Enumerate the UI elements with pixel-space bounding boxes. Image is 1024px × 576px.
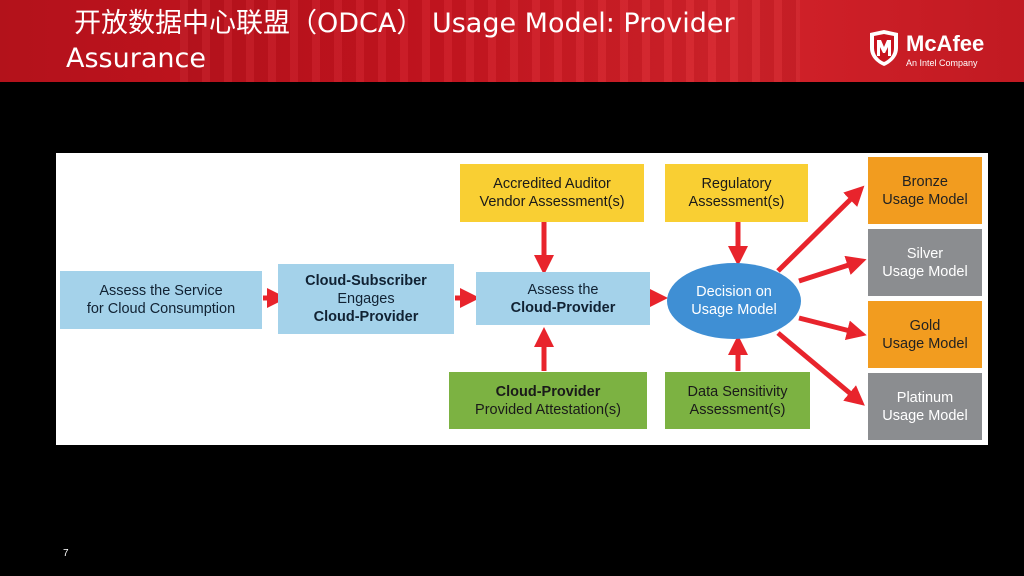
assess-service-box: Assess the Service for Cloud Consumption — [60, 271, 262, 329]
decision-line2: Usage Model — [691, 302, 777, 318]
bronze-line2: Usage Model — [882, 191, 968, 208]
silver-box: Silver Usage Model — [868, 229, 982, 296]
auditor-line2: Vendor Assessment(s) — [479, 194, 625, 210]
assess-provider-line2: Cloud-Provider — [510, 299, 616, 316]
gold-box: Gold Usage Model — [868, 301, 982, 368]
assess-service-line1: Assess the Service — [99, 283, 223, 299]
subscriber-line3: Cloud-Provider — [313, 309, 419, 325]
slide-title: 开放数据中心联盟（ODCA） Usage Model: Provider Ass… — [66, 6, 806, 76]
mcafee-logo: McAfee An Intel Company — [868, 28, 1008, 74]
assess-provider-line1: Assess the — [527, 281, 599, 298]
platinum-line1: Platinum — [896, 389, 954, 406]
arrow-to-silver — [798, 255, 867, 284]
title-line-1: 开放数据中心联盟（ODCA） Usage Model: Provider — [74, 8, 735, 39]
page-number: 7 — [63, 548, 69, 559]
sensitivity-box: Data Sensitivity Assessment(s) — [665, 372, 810, 429]
sensitivity-line1: Data Sensitivity — [687, 383, 788, 400]
logo-brand-text: McAfee — [906, 31, 985, 56]
auditor-box: Accredited Auditor Vendor Assessment(s) — [460, 164, 644, 222]
bronze-line1: Bronze — [902, 173, 948, 190]
header-texture — [180, 0, 800, 82]
arrow-layer — [263, 185, 867, 406]
regulatory-line2: Assessment(s) — [688, 194, 785, 210]
header-banner: 开放数据中心联盟（ODCA） Usage Model: Provider Ass… — [0, 0, 1024, 82]
subscriber-line2: Engages — [337, 291, 395, 307]
attestation-box: Cloud-Provider Provided Attestation(s) — [449, 372, 647, 429]
regulatory-box: Regulatory Assessment(s) — [665, 164, 808, 222]
decision-line1: Decision on — [696, 284, 772, 300]
logo-subtitle: An Intel Company — [906, 58, 978, 68]
decision-ellipse: Decision on Usage Model — [667, 263, 801, 339]
subscriber-line1: Cloud-Subscriber — [305, 273, 427, 289]
bronze-box: Bronze Usage Model — [868, 157, 982, 224]
diagram-panel: Assess the Service for Cloud Consumption… — [56, 153, 988, 445]
arrow-to-platinum — [776, 331, 865, 406]
silver-line2: Usage Model — [882, 263, 968, 280]
assess-provider-box: Assess the Cloud-Provider — [476, 272, 650, 325]
sensitivity-line2: Assessment(s) — [689, 401, 786, 418]
arrow-to-bronze — [776, 185, 865, 273]
attestation-line1: Cloud-Provider — [495, 383, 601, 400]
subscriber-box: Cloud-Subscriber Engages Cloud-Provider — [278, 264, 454, 334]
gold-line1: Gold — [909, 317, 941, 334]
title-line-2: Assurance — [66, 43, 206, 74]
platinum-line2: Usage Model — [882, 407, 968, 424]
arrow-to-gold — [798, 315, 867, 340]
attestation-line2: Provided Attestation(s) — [475, 401, 621, 418]
platinum-box: Platinum Usage Model — [868, 373, 982, 440]
shield-icon — [870, 30, 898, 66]
auditor-line1: Accredited Auditor — [493, 176, 611, 192]
gold-line2: Usage Model — [882, 335, 968, 352]
silver-line1: Silver — [906, 245, 944, 262]
assess-service-line2: for Cloud Consumption — [86, 301, 236, 317]
regulatory-line1: Regulatory — [701, 176, 772, 192]
